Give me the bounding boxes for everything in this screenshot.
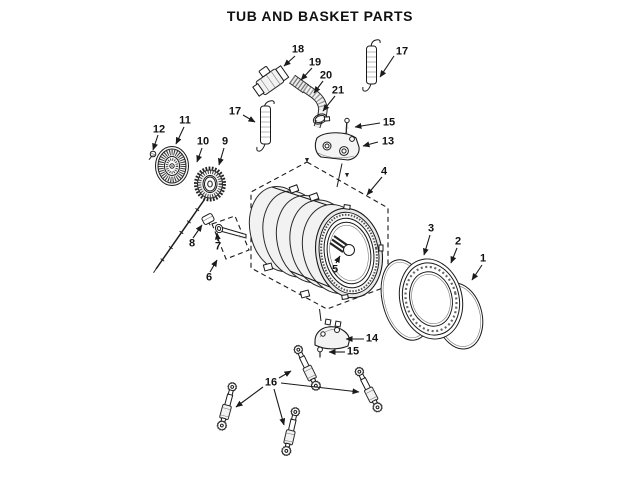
part-21-hose-clamp <box>312 113 331 125</box>
part-label-4: 4 <box>380 165 388 178</box>
part-label-5: 5 <box>331 263 339 276</box>
part-label-9: 9 <box>221 135 229 148</box>
part-11-rotor-pulley <box>155 146 189 186</box>
part-2-door-bellows <box>398 258 464 340</box>
part-label-2: 2 <box>454 235 462 248</box>
part-label-12: 12 <box>152 123 166 136</box>
part-label-8: 8 <box>188 237 196 250</box>
part-17-spring-right <box>362 39 381 92</box>
part-6-kit-box <box>211 215 250 260</box>
part-10-drive-shaft <box>153 192 210 274</box>
part-19-hose-connector <box>288 74 310 94</box>
part-7-bolt <box>214 223 247 239</box>
part-label-20: 20 <box>319 69 333 82</box>
part-label-3: 3 <box>427 222 435 235</box>
part-label-13: 13 <box>381 135 395 148</box>
part-16-strut-left <box>215 380 239 432</box>
page-title: TUB AND BASKET PARTS <box>226 8 414 24</box>
part-16-strut-bottom <box>280 406 302 457</box>
part-label-11: 11 <box>179 114 191 127</box>
part-16-strut-right <box>352 365 385 415</box>
part-label-16: 16 <box>264 376 278 389</box>
part-12-screw <box>148 150 157 161</box>
part-5-basket-shaft <box>329 235 355 256</box>
part-label-19: 19 <box>308 56 322 69</box>
part-label-17-right: 17 <box>395 45 409 58</box>
part-label-6: 6 <box>205 271 213 284</box>
part-4-tub-assembly <box>248 158 389 310</box>
part-label-17-left: 17 <box>228 105 242 118</box>
part-8-cap <box>201 213 215 226</box>
part-label-14: 14 <box>365 332 379 345</box>
part-20-corrugated-hose <box>302 83 328 129</box>
part-label-18: 18 <box>291 43 305 56</box>
part-label-21: 21 <box>331 84 345 97</box>
part-14-bracket <box>314 308 350 350</box>
part-label-10: 10 <box>196 135 210 148</box>
part-15-screw-bottom <box>317 346 323 358</box>
part-18-inlet-fitting <box>252 65 290 97</box>
callout-arrows <box>152 55 483 426</box>
part-9-stator-gear <box>194 166 226 202</box>
part-label-15-top: 15 <box>382 116 396 129</box>
part-label-15-bottom: 15 <box>346 345 360 358</box>
part-13-counterweight <box>314 132 360 188</box>
part-17-spring-left <box>256 100 275 152</box>
part-label-7: 7 <box>214 240 222 253</box>
part-label-1: 1 <box>479 252 487 265</box>
